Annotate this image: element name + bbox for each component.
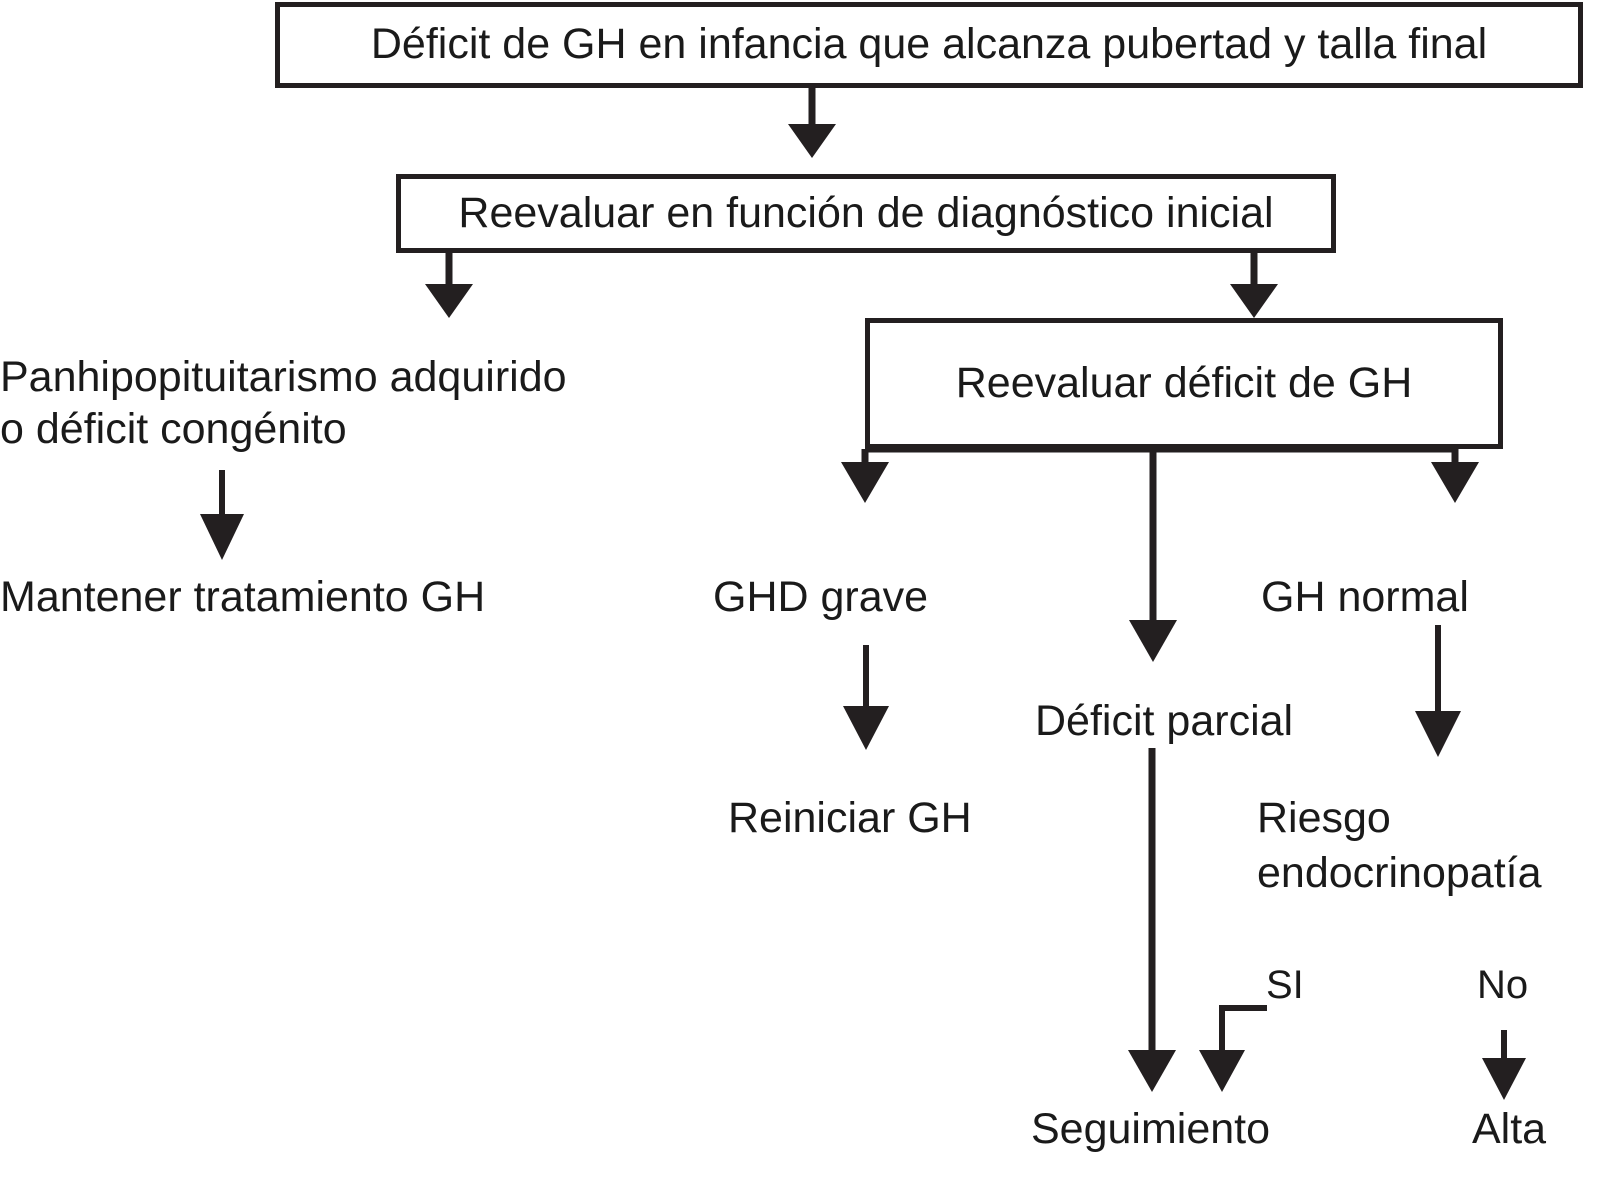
edge-bus-to-ghd-grave <box>841 449 889 503</box>
label-panhipopituitarismo-line1: Panhipopituitarismo adquirido <box>0 353 567 401</box>
label-panhipopituitarismo-line2: o déficit congénito <box>0 405 347 453</box>
edge-panhipopituitarismo-to-mantener <box>200 470 244 560</box>
label-mantener-tratamiento-gh: Mantener tratamiento GH <box>0 573 486 621</box>
label-ghd-grave: GHD grave <box>713 573 929 621</box>
label-endocrinopatia: endocrinopatía <box>1257 849 1542 897</box>
label-alta: Alta <box>1472 1105 1547 1153</box>
edge-ghd-grave-to-reiniciar <box>843 645 889 750</box>
box-reevaluar-diagnostico-inicial[interactable]: Reevaluar en función de diagnóstico inic… <box>396 174 1336 253</box>
label-no: No <box>1477 963 1529 1007</box>
edge-si-to-seguimiento <box>1199 1005 1267 1092</box>
box-reevaluar-diagnostico-inicial-label: Reevaluar en función de diagnóstico inic… <box>458 188 1274 237</box>
label-riesgo: Riesgo <box>1257 794 1391 842</box>
label-gh-normal: GH normal <box>1261 573 1469 621</box>
edge-bus-to-gh-normal <box>1431 449 1479 503</box>
box-deficit-gh-infancia-label: Déficit de GH en infancia que alcanza pu… <box>370 20 1488 69</box>
label-reiniciar-gh: Reiniciar GH <box>728 794 972 842</box>
edge-top-to-reevaluar-diagnostico <box>788 88 836 158</box>
label-deficit-parcial: Déficit parcial <box>1035 697 1294 745</box>
edge-bus-to-deficit-parcial <box>1129 449 1177 662</box>
label-seguimiento: Seguimiento <box>1031 1105 1271 1153</box>
box-reevaluar-deficit-gh-label: Reevaluar déficit de GH <box>955 358 1413 407</box>
edge-deficit-parcial-to-seguimiento <box>1128 748 1176 1092</box>
box-deficit-gh-infancia[interactable]: Déficit de GH en infancia que alcanza pu… <box>275 2 1583 88</box>
edge-diagnostico-to-panhipopituitarismo <box>425 253 473 318</box>
edge-gh-normal-to-riesgo <box>1415 625 1461 757</box>
edge-no-to-alta <box>1482 1030 1526 1100</box>
edge-diagnostico-to-reevaluar-deficit <box>1230 253 1278 318</box>
box-reevaluar-deficit-gh[interactable]: Reevaluar déficit de GH <box>865 318 1503 449</box>
label-si: SI <box>1266 963 1304 1007</box>
